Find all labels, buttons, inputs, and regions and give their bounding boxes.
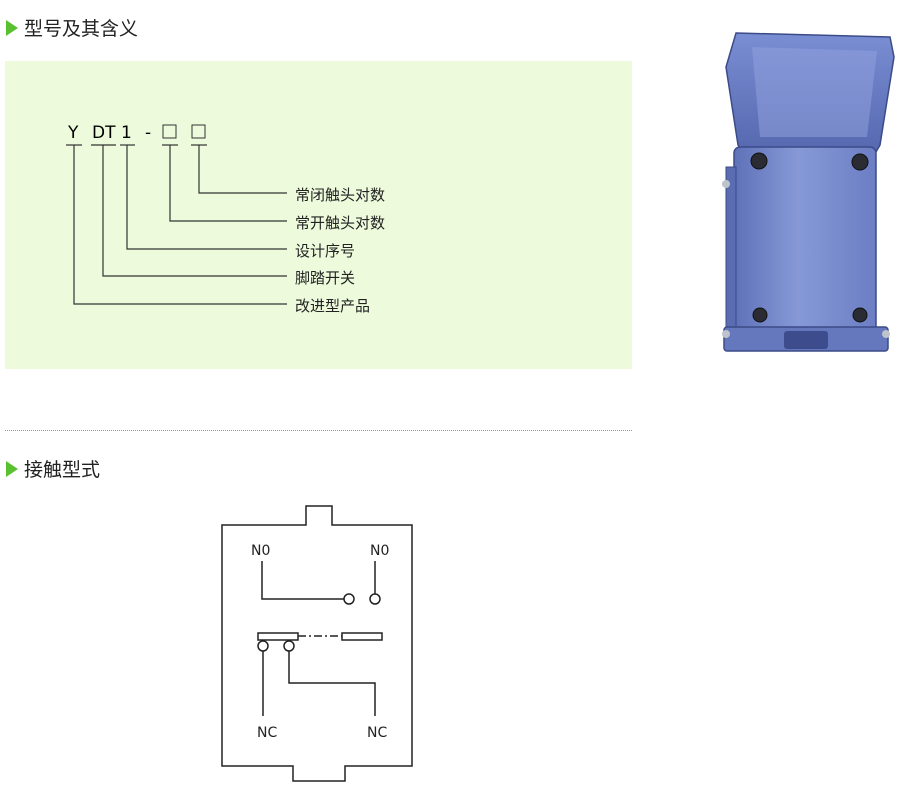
switch-housing-outline [221,505,413,782]
nc-right-wire [288,651,376,716]
legend-design-no: 设计序号 [295,242,355,260]
heading-model-text: 型号及其含义 [24,18,139,40]
leader-no-count [169,145,287,222]
leader-improved [73,145,287,305]
legend-nc-count: 常闭触头对数 [295,186,385,204]
code-part-design-no: 1 [121,123,132,143]
model-code-diagram: Y DT 1 - 常闭触头对数 常开触头对数 设计序号 脚踏开关 改进型产品 [66,123,385,315]
label-nc-right: NC [367,725,387,741]
nc-left-terminal [257,640,269,652]
label-no-right: N0 [370,543,389,559]
nc-right-terminal [283,640,295,652]
leader-foot-switch [102,145,287,277]
foot-switch-product-image [722,32,895,352]
section-divider [5,430,632,431]
code-box-nc [191,124,206,139]
no-right-terminal [369,593,381,605]
code-box-no [162,124,177,139]
no-left-wire [261,561,344,600]
nc-contact-bar [257,632,299,641]
heading-contact-text: 接触型式 [24,459,101,481]
no-left-terminal [343,593,355,605]
model-code-panel [5,61,632,369]
legend-improved: 改进型产品 [295,297,370,315]
label-no-left: N0 [251,543,270,559]
legend-foot-switch: 脚踏开关 [295,269,355,287]
code-part-dash: - [145,123,151,143]
section-heading-model: 型号及其含义 [6,14,138,41]
label-nc-left: NC [257,725,277,741]
code-part-y: Y [67,123,79,143]
code-part-dt: DT [92,123,116,143]
nc-right-bar [341,632,383,641]
legend-no-count: 常开触头对数 [295,214,385,232]
leader-nc-count [198,145,287,194]
leader-design-no [126,145,287,250]
section-heading-contact: 接触型式 [6,455,100,482]
play-arrow-icon [6,19,18,36]
play-arrow-icon [6,460,18,477]
